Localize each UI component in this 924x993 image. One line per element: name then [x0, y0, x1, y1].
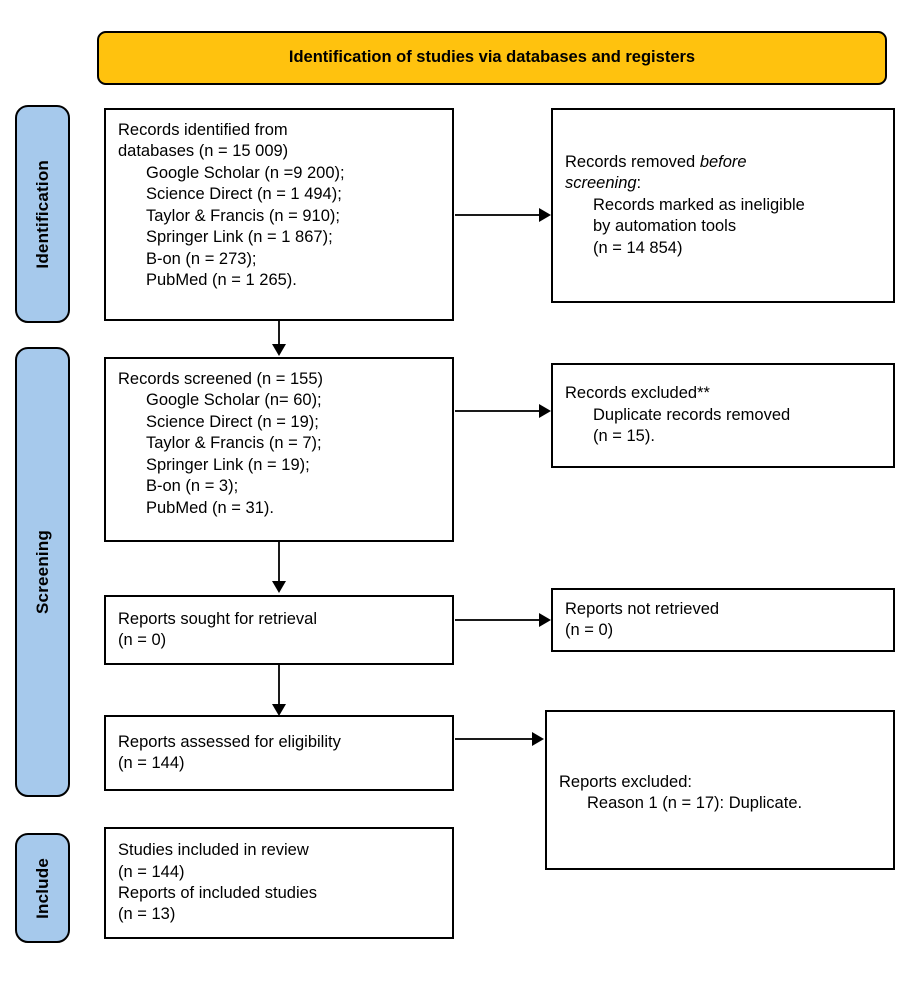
- node-line: Records excluded**: [565, 384, 710, 403]
- arrowhead-icon: [539, 404, 551, 418]
- phase-label-screening: Screening: [33, 530, 52, 614]
- node-line: Taylor & Francis (n = 7);: [146, 434, 322, 453]
- arrowhead-icon: [539, 208, 551, 222]
- node-line: Duplicate records removed: [593, 405, 791, 424]
- connector-identified-to-screened: [278, 321, 280, 345]
- node-records-excluded: Records excluded** Duplicate records rem…: [551, 363, 895, 468]
- node-line: Records marked as ineligible: [593, 195, 805, 214]
- node-line: Taylor & Francis (n = 910);: [146, 206, 340, 225]
- node-line: Records removed before: [565, 152, 893, 173]
- phase-label-identification: Identification: [33, 159, 52, 269]
- node-line: (n = 13): [118, 905, 176, 924]
- node-line: (n = 0): [565, 621, 614, 639]
- phase-label-include: Include: [33, 857, 52, 919]
- phase-bar-include: Include: [15, 833, 70, 943]
- node-line: (n = 144): [118, 862, 185, 881]
- connector-identified-to-removed: [455, 214, 540, 216]
- node-records-screened: Records screened (n = 155) Google Schola…: [104, 357, 454, 542]
- node-reports-excluded: Reports excluded: Reason 1 (n = 17): Dup…: [545, 710, 895, 870]
- node-line-text: Records removed: [565, 152, 700, 171]
- node-line: Reason 1 (n = 17): Duplicate.: [587, 794, 803, 813]
- node-line: Reports excluded:: [559, 773, 692, 791]
- phase-bar-screening: Screening: [15, 347, 70, 797]
- banner-title: Identification of studies via databases …: [288, 48, 696, 67]
- node-line: (n = 0): [118, 631, 167, 649]
- node-line: B-on (n = 273);: [146, 249, 257, 268]
- node-line-emphasis: before: [699, 152, 747, 171]
- connector-assessed-to-excluded: [455, 738, 533, 740]
- node-line: Reports assessed for eligibility: [118, 732, 341, 751]
- node-line: Science Direct (n = 1 494);: [146, 185, 342, 204]
- node-line: Reports not retrieved: [565, 599, 720, 618]
- node-line: (n = 144): [118, 754, 185, 772]
- node-line: (n = 14 854): [593, 238, 683, 257]
- node-line: Google Scholar (n= 60);: [146, 391, 322, 410]
- node-records-identified: Records identified from databases (n = 1…: [104, 108, 454, 321]
- arrowhead-icon: [272, 704, 286, 716]
- phase-bar-identification: Identification: [15, 105, 70, 323]
- arrowhead-icon: [272, 344, 286, 356]
- node-reports-sought: Reports sought for retrieval (n = 0): [104, 595, 454, 665]
- connector-screened-to-excluded: [455, 410, 540, 412]
- node-line: Records identified from: [118, 121, 288, 139]
- node-line: B-on (n = 3);: [146, 477, 239, 496]
- connector-screened-to-sought: [278, 542, 280, 583]
- node-line: databases (n = 15 009): [118, 142, 289, 161]
- node-line: PubMed (n = 1 265).: [146, 271, 297, 290]
- node-reports-not-retrieved: Reports not retrieved (n = 0): [551, 588, 895, 652]
- node-line: Studies included in review: [118, 841, 309, 860]
- diagram-banner: Identification of studies via databases …: [97, 31, 887, 85]
- node-line: (n = 15).: [593, 427, 655, 446]
- node-line: Records screened (n = 155): [118, 370, 323, 388]
- node-line: Reports sought for retrieval: [118, 609, 318, 628]
- node-line-text: :: [636, 174, 642, 193]
- node-line: Springer Link (n = 1 867);: [146, 228, 333, 247]
- arrowhead-icon: [539, 613, 551, 627]
- node-line: Google Scholar (n =9 200);: [146, 163, 345, 182]
- node-studies-included: Studies included in review (n = 144) Rep…: [104, 827, 454, 939]
- node-line: Reports of included studies: [118, 884, 318, 902]
- connector-sought-to-not-retrieved: [455, 619, 540, 621]
- node-line: screening:: [565, 173, 893, 194]
- node-line-emphasis: screening: [565, 174, 637, 193]
- node-line: Springer Link (n = 19);: [146, 455, 310, 474]
- arrowhead-icon: [532, 732, 544, 746]
- arrowhead-icon: [272, 581, 286, 593]
- node-line: PubMed (n = 31).: [146, 498, 274, 517]
- node-line: by automation tools: [593, 217, 737, 236]
- node-line: Science Direct (n = 19);: [146, 412, 319, 431]
- node-records-removed: Records removed before screening: Record…: [551, 108, 895, 303]
- node-reports-assessed: Reports assessed for eligibility (n = 14…: [104, 715, 454, 791]
- connector-sought-to-assessed: [278, 665, 280, 706]
